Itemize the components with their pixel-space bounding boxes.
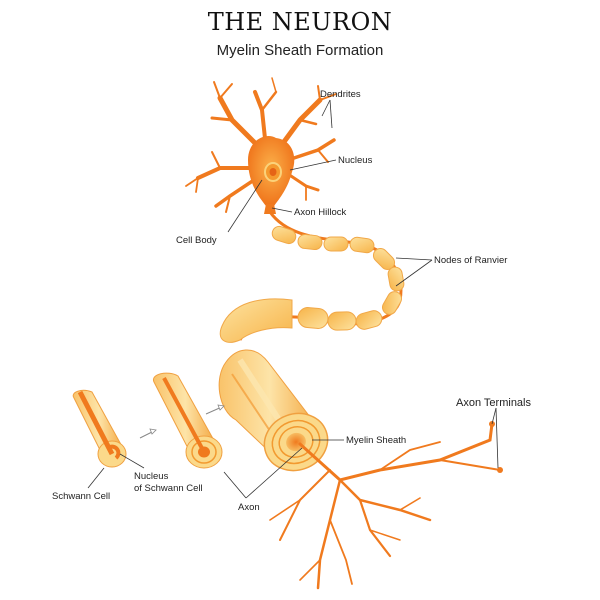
- label-schwann-cell: Schwann Cell: [52, 491, 110, 502]
- myelin-segments: [271, 225, 405, 331]
- label-axon-terminals: Axon Terminals: [456, 397, 531, 409]
- schwann-cell-stage-1: [72, 389, 127, 468]
- label-nodes-of-ranvier: Nodes of Ranvier: [434, 255, 507, 266]
- myelin-sheath-large: [219, 298, 293, 343]
- dendrites: [185, 77, 337, 213]
- axon-hillock: [264, 204, 276, 214]
- schwann-cell-stage-2: [152, 372, 223, 469]
- arrow-1: [139, 428, 157, 439]
- axon-terminals: [269, 422, 501, 590]
- label-axon-hillock: Axon Hillock: [294, 207, 347, 218]
- label-nucleus-of-schwann-cell-2: of Schwann Cell: [134, 483, 203, 494]
- diagram-title: THE NEURON: [207, 8, 393, 36]
- label-axon: Axon: [238, 502, 260, 513]
- label-myelin-sheath: Myelin Sheath: [346, 435, 406, 446]
- label-nucleus: Nucleus: [338, 155, 373, 166]
- label-dendrites: Dendrites: [320, 89, 361, 100]
- diagram-subtitle: Myelin Sheath Formation: [216, 42, 384, 59]
- leader-lines: [87, 99, 499, 499]
- label-nucleus-of-schwann-cell-1: Nucleus: [134, 471, 169, 482]
- arrow-2: [205, 404, 225, 415]
- label-cell-body: Cell Body: [176, 235, 217, 246]
- large-myelinated-axon: [218, 349, 329, 472]
